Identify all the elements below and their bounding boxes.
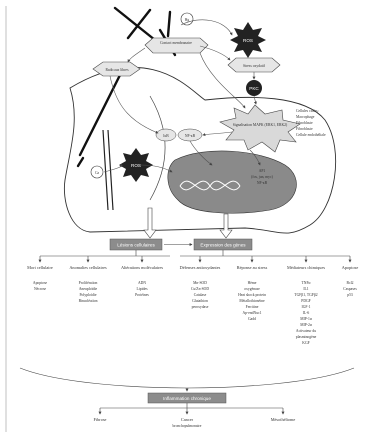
column-0-title: Mort cellulaire	[27, 265, 53, 270]
column-1-item: Prolifération	[79, 281, 98, 285]
outcome-cancer: Cancer	[181, 417, 194, 422]
column-1-item: Aneuploïdie	[79, 287, 98, 291]
column-5-item: plasminogène	[296, 335, 317, 339]
column-0: Mort cellulaire Apoptose Nécrose	[27, 265, 53, 291]
column-3-item: Mn-SOD	[193, 281, 207, 285]
outcome-lines	[100, 403, 283, 408]
target-cell-0: Cellules cibles:	[296, 109, 319, 113]
target-cell-4: Cellule endothéliale	[296, 133, 326, 137]
column-6-item: p53	[347, 293, 353, 297]
column-2-title: Altérations moléculaires	[121, 265, 163, 270]
column-6-item: Caspases	[343, 287, 357, 291]
column-4-item: Ap-endNuc1	[242, 311, 261, 315]
target-cell-1: Macrophage	[296, 115, 315, 119]
column-1-title: Anomalies cellulaires	[69, 265, 107, 270]
pkc-label: PKC	[249, 86, 259, 91]
convergence-bracket	[20, 368, 354, 388]
column-3-item: Cu/Zn-SOD	[191, 287, 209, 291]
cell-inner-membrane	[150, 96, 165, 200]
ca-label: Ca	[95, 171, 99, 175]
nucleus	[168, 151, 297, 213]
column-2-item: Protéines	[135, 293, 149, 297]
mapk-burst	[220, 105, 300, 152]
column-5: Médiateurs chimiques TNFα IL1 TGFβ1, TGF…	[287, 265, 325, 345]
contact-label: Contact membranaire	[160, 41, 192, 45]
column-5-item: TGFβ1, TGFβ2	[294, 293, 317, 298]
column-4-item: Hème	[248, 281, 257, 285]
column-6-item: Bcl2	[347, 281, 354, 285]
outcome-fibrose: Fibrose	[94, 417, 107, 422]
target-cell-3: Fibroblaste	[296, 127, 313, 131]
column-0-item: Nécrose	[34, 287, 46, 291]
column-3: Défenses antioxydantes Mn-SOD Cu/Zn-SOD …	[180, 265, 221, 309]
ros-top-label: ROS	[243, 38, 253, 43]
column-5-item: MIP-1α	[300, 317, 312, 321]
stress-label: Stress oxydatif	[243, 64, 266, 68]
column-1: Anomalies cellulaires Prolifération Aneu…	[69, 265, 107, 303]
column-3-item: Catalase	[194, 293, 207, 297]
column-4-item: Métallothionéine	[239, 299, 265, 303]
column-3-item: Glutathion	[192, 299, 208, 303]
radicals-label: Radicaux libres	[105, 68, 129, 72]
column-5-item: IL1	[303, 287, 308, 291]
column-6: Apoptose Bcl2 Caspases p53	[342, 265, 359, 297]
column-5-item: TNFα	[302, 281, 311, 285]
outcome-cancer-sub: bronchopulmonaire	[173, 424, 202, 428]
ikb-label: IκB	[163, 134, 169, 138]
column-arrows	[40, 256, 350, 262]
column-4-title: Réponse au stress	[237, 265, 268, 270]
column-5-item: Activateur du	[296, 329, 316, 333]
column-4-item: oxygénase	[244, 287, 260, 291]
column-2: Altérations moléculaires ADN Lipides Pro…	[121, 265, 163, 297]
column-2-item: ADN	[138, 281, 146, 285]
column-6-title: Apoptose	[342, 265, 359, 270]
expression-box-label: Expression des gènes	[200, 243, 246, 248]
column-5-item: MIP-2α	[300, 323, 312, 327]
distribution-lines	[40, 250, 350, 256]
target-cell-2: Fibroblaste	[296, 121, 313, 125]
column-1-item: Binucléation	[79, 299, 98, 303]
column-5-item: IL-6	[303, 311, 310, 315]
outcome-arrows	[100, 408, 283, 414]
column-5-item: KGF	[302, 341, 309, 345]
column-4-item: Gadd	[248, 317, 256, 321]
ros-left-label: ROS	[131, 163, 141, 168]
hg-top-label: Hg	[185, 18, 190, 22]
column-5-item: PDGF	[301, 299, 310, 303]
column-5-item: IGF-1	[301, 305, 310, 309]
fiber-particles	[78, 8, 175, 166]
lesions-box-label: Lésions cellulaires	[117, 243, 155, 248]
column-3-title: Défenses antioxydantes	[180, 265, 221, 270]
column-5-title: Médiateurs chimiques	[287, 265, 325, 270]
nfkb-label: NF-κB	[185, 134, 196, 138]
column-4-item: Ferritine	[246, 305, 259, 309]
nfkb-nucleus-label: NF-κB	[257, 181, 268, 185]
column-1-item: Polyploïdie	[79, 293, 96, 297]
column-4-item: Heat shock protein	[238, 293, 266, 297]
ap1-label: AP1	[259, 169, 266, 173]
column-3-item: peroxydase	[192, 305, 209, 309]
column-0-item: Apoptose	[33, 281, 47, 285]
target-cells-list: Cellules cibles: Macrophage Fibroblaste …	[296, 109, 326, 137]
outcome-mesothelioma: Mésothéliome	[271, 417, 296, 422]
inflammation-box-label: Inflammation chronique	[163, 396, 211, 401]
column-4: Réponse au stress Hème oxygénase Heat sh…	[237, 265, 268, 321]
column-2-item: Lipides	[136, 287, 148, 291]
